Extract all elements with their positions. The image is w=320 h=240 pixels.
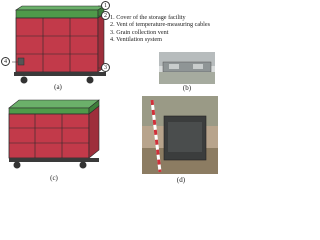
storage-body xyxy=(8,113,90,159)
base-frame xyxy=(14,72,106,76)
storage-model-drawing xyxy=(12,5,106,84)
wheel xyxy=(20,76,28,84)
lid-top xyxy=(15,5,105,11)
facility-photo xyxy=(142,96,218,174)
striped-pole xyxy=(150,99,162,173)
storage-body-side xyxy=(88,105,100,159)
wheel xyxy=(13,161,21,169)
lid-top xyxy=(8,99,100,109)
callout-2: 2 xyxy=(101,11,110,20)
legend-item: 2. Vent of temperature-measuring cables xyxy=(110,21,211,29)
legend-item: 3. Grain collection vent xyxy=(110,28,169,36)
callout-1: 1 xyxy=(101,1,110,10)
wheel xyxy=(86,76,94,84)
panel-a-model xyxy=(6,2,110,88)
storage-model-drawing xyxy=(8,99,100,169)
legend-list: 1. Cover of the storage facility 2. Vent… xyxy=(110,14,222,43)
storage-body xyxy=(15,17,99,73)
ventilation-vent xyxy=(17,57,25,66)
panel-caption-d: (d) xyxy=(176,176,186,184)
panel-caption-c: (c) xyxy=(50,174,58,182)
panel-b-photo xyxy=(159,52,215,84)
base-frame xyxy=(9,158,99,162)
lid-front xyxy=(15,9,99,19)
lid-photo xyxy=(159,52,215,84)
callout-4: 4 xyxy=(1,57,10,66)
callout-3: 3 xyxy=(101,63,110,72)
panel-caption-b: (b) xyxy=(182,84,192,92)
lid-front xyxy=(8,107,90,115)
legend-item: 1. Cover of the storage facility xyxy=(110,14,186,21)
panel-c-model xyxy=(3,94,107,170)
panel-d-photo xyxy=(142,96,218,174)
wheel xyxy=(79,161,87,169)
legend-item: 4. Ventilation system xyxy=(110,35,162,43)
panel-caption-a: (a) xyxy=(54,83,62,91)
